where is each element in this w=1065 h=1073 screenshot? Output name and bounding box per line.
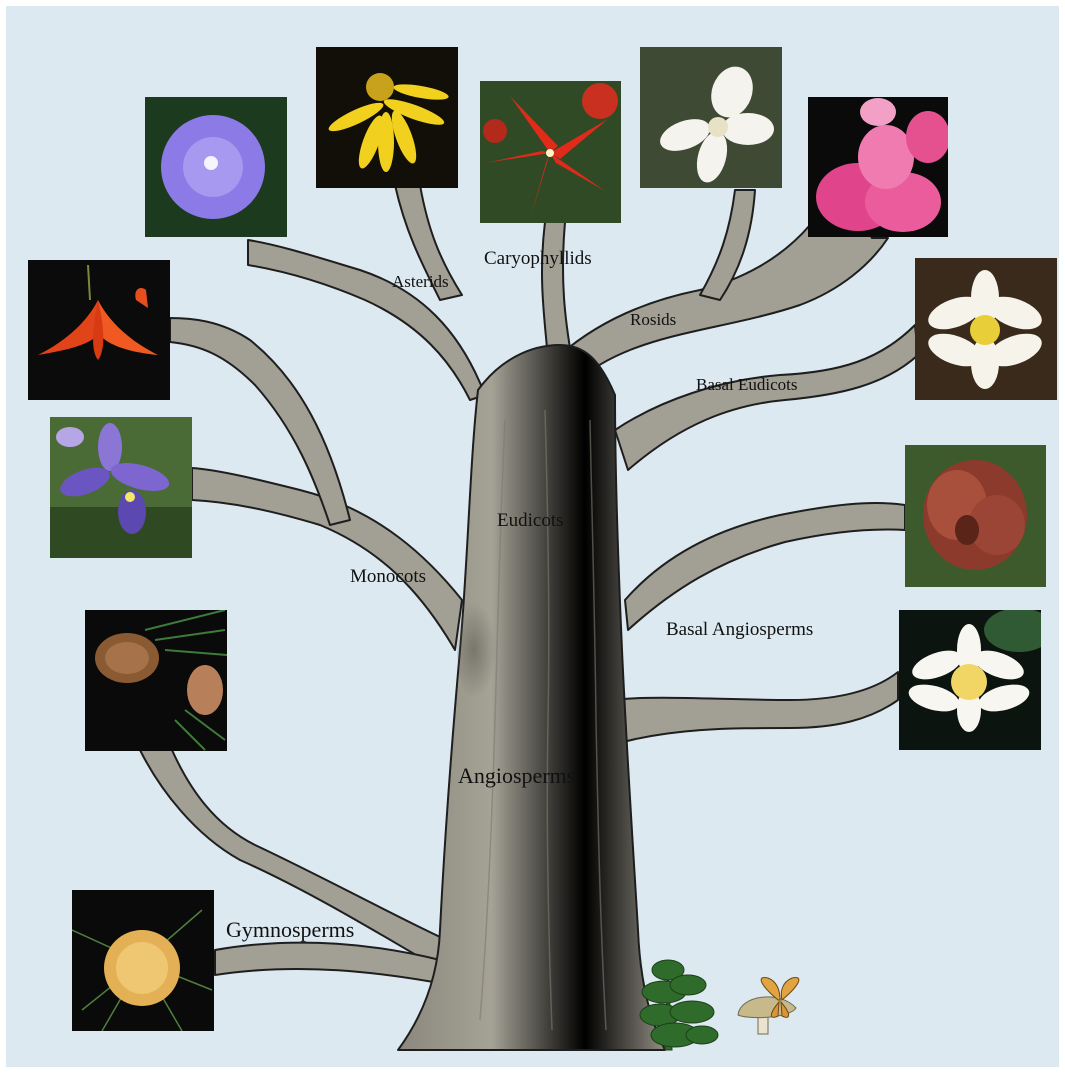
label-asterids: Asterids	[392, 272, 449, 292]
label-caryophyllids: Caryophyllids	[484, 248, 592, 270]
trunk-knot-shadow	[457, 590, 513, 710]
label-basal-angiosperms: Basal Angiosperms	[666, 619, 813, 641]
label-angiosperms: Angiosperms	[458, 763, 575, 789]
photo-cycad	[72, 890, 214, 1031]
photo-sweet-pea	[808, 97, 948, 237]
photo-water-lily	[899, 610, 1041, 750]
fern-icon	[640, 960, 718, 1050]
photo-bloodroot	[915, 258, 1057, 400]
branch-caryophyllids	[542, 222, 572, 360]
photo-red-campion	[480, 81, 621, 223]
label-basal-eudicots: Basal Eudicots	[696, 375, 798, 395]
label-monocots: Monocots	[350, 566, 426, 588]
label-gymnosperms: Gymnosperms	[226, 917, 354, 943]
photo-white-blossom	[640, 47, 782, 188]
photo-morning-glory	[145, 97, 287, 237]
photo-pawpaw	[905, 445, 1046, 587]
branch-basal-eudicots	[615, 325, 918, 470]
photo-pine-cones	[85, 610, 227, 751]
branch-basal-angiosperms-upper	[625, 503, 905, 630]
photo-iris	[50, 417, 192, 558]
photo-yellow-daisy	[316, 47, 458, 188]
label-rosids: Rosids	[630, 310, 676, 330]
label-eudicots: Eudicots	[497, 510, 564, 532]
photo-orange-lily	[28, 260, 170, 400]
branch-basal-angiosperms-lower	[610, 672, 898, 745]
